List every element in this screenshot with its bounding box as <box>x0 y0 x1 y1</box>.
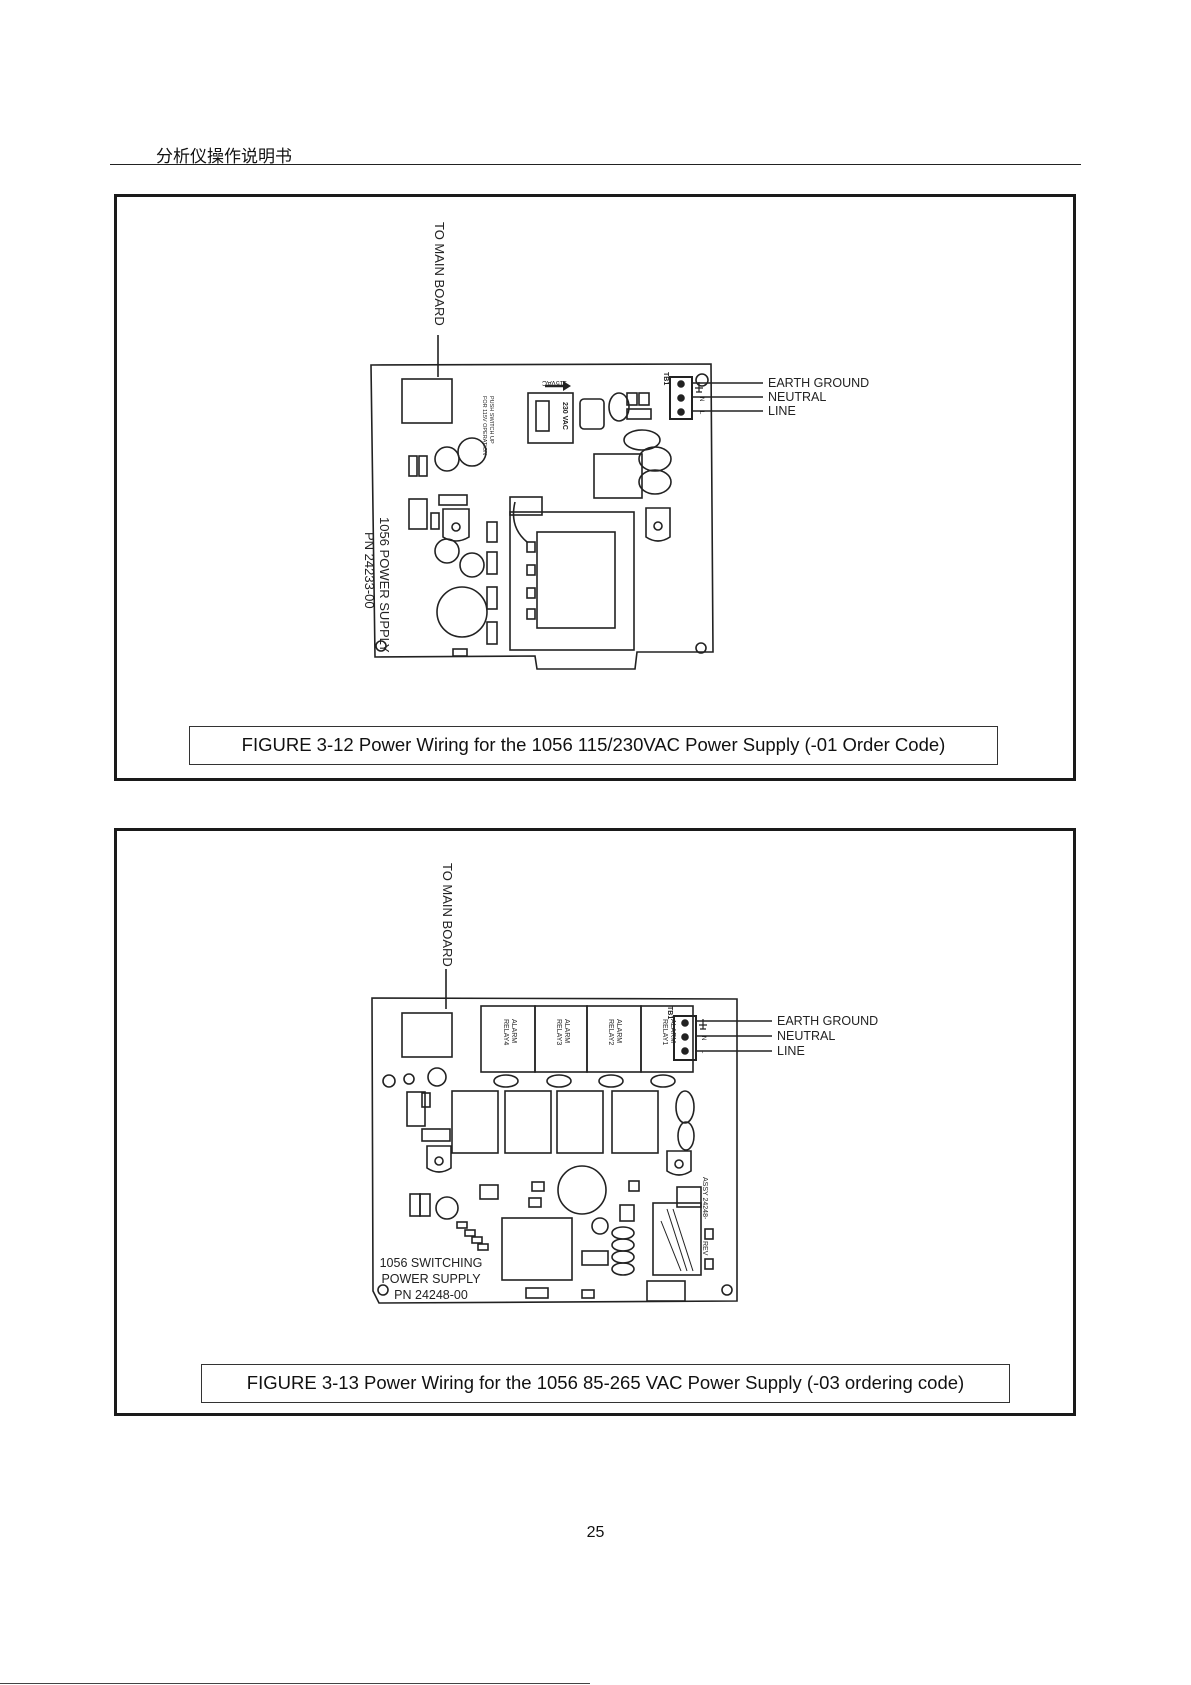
board-pn-label: PN 24233-00 <box>362 532 377 609</box>
transformer <box>509 511 635 651</box>
line-label: LINE <box>777 1044 805 1058</box>
relay1-sub-label: RELAY1 <box>661 1019 668 1045</box>
pin-n-label: N <box>698 397 704 401</box>
pcb-outline <box>370 363 714 670</box>
to-main-board-label: TO MAIN BOARD <box>440 863 455 967</box>
assy-label: ASSY 24248- <box>701 1177 708 1220</box>
board-name-label: 1056 POWER SUPPLY <box>377 517 392 653</box>
line-label: LINE <box>768 404 796 418</box>
switching-power-supply-diagram: TO MAIN BOARD ALARM RELAY4 ALARM RELAY3 … <box>371 863 878 1304</box>
switch-value-label: 230 VAC <box>561 402 568 430</box>
figure-caption: FIGURE 3-13 Power Wiring for the 1056 85… <box>201 1364 1010 1403</box>
voltage-switch <box>527 392 574 444</box>
neutral-label: NEUTRAL <box>768 390 826 404</box>
relay2-label: ALARM <box>615 1019 622 1043</box>
earth-ground-label: EARTH GROUND <box>768 376 869 390</box>
figure-3-12: TO MAIN BOARD 230 VAC 115VAC PUSH SWITCH… <box>114 194 1076 781</box>
switch-115vac-label: 115VAC <box>542 379 567 386</box>
tb1-label: TB1 <box>666 1006 673 1019</box>
terminal-block-tb1 <box>669 376 693 420</box>
mount-hole <box>695 642 707 654</box>
to-main-board-label: TO MAIN BOARD <box>432 222 447 326</box>
pcb-outline <box>371 997 738 1304</box>
figure-3-13: TO MAIN BOARD ALARM RELAY4 ALARM RELAY3 … <box>114 828 1076 1416</box>
board-pn-label: PN 24248-00 <box>394 1288 468 1302</box>
main-board-connector <box>401 1012 453 1058</box>
relay1-label: ALARM <box>669 1019 676 1043</box>
relay-box <box>640 1005 694 1073</box>
page-number: 25 <box>586 1524 605 1541</box>
relay4-sub-label: RELAY4 <box>502 1019 509 1045</box>
pin-n-label: N <box>700 1036 706 1040</box>
rev-label: REV <box>701 1241 708 1256</box>
pin-l-label: L <box>698 411 704 415</box>
figure-caption: FIGURE 3-12 Power Wiring for the 1056 11… <box>189 726 998 765</box>
pin-l-label: L <box>700 1050 706 1054</box>
neutral-label: NEUTRAL <box>777 1029 835 1043</box>
main-board-connector <box>401 378 453 424</box>
header-rule <box>110 164 1081 165</box>
relay3-label: ALARM <box>563 1019 570 1043</box>
arrow-icon <box>563 381 571 391</box>
earth-ground-label: EARTH GROUND <box>777 1014 878 1028</box>
switch-note-1: PUSH SWITCH UP <box>488 396 494 444</box>
board-name-line1: 1056 SWITCHING <box>380 1256 483 1270</box>
board-name-line2: POWER SUPPLY <box>381 1272 481 1286</box>
relay3-sub-label: RELAY3 <box>555 1019 562 1045</box>
relay2-sub-label: RELAY2 <box>607 1019 614 1045</box>
terminal-block-tb1 <box>673 1015 697 1061</box>
power-supply-diagram: TO MAIN BOARD 230 VAC 115VAC PUSH SWITCH… <box>362 222 869 670</box>
document-title: 分析仪操作说明书 <box>156 147 292 167</box>
footer-rule <box>0 1683 590 1684</box>
mount-hole <box>695 373 709 387</box>
relay4-label: ALARM <box>510 1019 517 1043</box>
mount-hole <box>375 640 387 652</box>
tb1-label: TB1 <box>662 372 669 385</box>
switch-note-2: FOR 115V OPERATION <box>481 396 487 455</box>
